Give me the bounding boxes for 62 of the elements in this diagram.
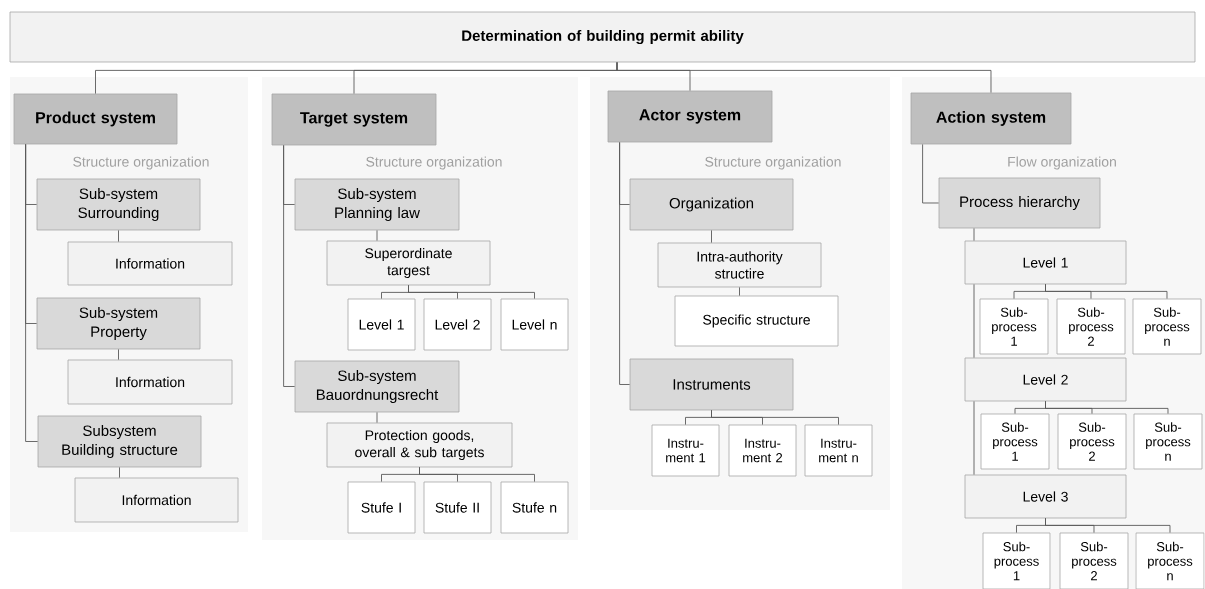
connector-line: [711, 409, 839, 426]
connector-line: [376, 411, 378, 424]
connector-line: [973, 227, 975, 242]
connector-line: [973, 283, 975, 359]
subsystem-box: Sub-system Property: [36, 297, 201, 350]
item-box: Instru- ment 2: [728, 424, 797, 477]
connector-line: [419, 466, 535, 483]
connector-line: [119, 466, 120, 479]
item-box: Level 1: [347, 298, 416, 351]
title-box: Determination of building permit ability: [9, 11, 1196, 63]
category-box: Protection goods, overall & sub targets: [326, 422, 513, 468]
item-box: Sub- process 2: [1056, 298, 1126, 355]
item-box: Sub- process 1: [979, 298, 1049, 355]
item-box: Level n: [500, 298, 569, 351]
connector-line: [1045, 517, 1171, 534]
system-box: Target system: [271, 93, 437, 146]
connector-line: [711, 229, 712, 244]
category-box: Superordinate targest: [326, 240, 491, 286]
category-box: Level 1: [964, 240, 1127, 285]
category-box: Information: [74, 477, 239, 523]
subsystem-box: Instruments: [629, 358, 794, 411]
category-box: Information: [67, 359, 233, 405]
item-box: Sub- process n: [1135, 532, 1205, 589]
item-box: Sub- process 1: [982, 532, 1051, 589]
connector-line: [118, 229, 119, 243]
item-box: Stufe II: [423, 481, 492, 534]
item-box: Instru- ment 1: [651, 424, 720, 477]
connector-line: [619, 141, 631, 385]
connector-line: [616, 61, 992, 94]
connector-line: [1045, 400, 1169, 415]
item-box: Stufe n: [500, 481, 569, 534]
connector-line: [739, 286, 740, 297]
item-box: Sub- process 1: [980, 413, 1050, 470]
connector-line: [283, 144, 296, 387]
subsystem-box: Process hierarchy: [938, 177, 1101, 229]
system-box: Product system: [13, 93, 178, 145]
connector-line: [25, 143, 39, 442]
connector-line: [118, 348, 119, 361]
category-box: Level 2: [964, 357, 1127, 402]
connector-line: [408, 284, 535, 300]
category-box: Information: [67, 241, 233, 286]
connector-line: [922, 143, 940, 204]
system-box: Action system: [910, 92, 1072, 145]
item-box: Sub- process n: [1132, 298, 1202, 355]
item-box: Sub- process n: [1133, 413, 1203, 470]
item-box: Stufe I: [347, 481, 416, 534]
subsystem-box: Sub-system Planning law: [294, 178, 460, 231]
subsystem-box: Subsystem Building structure: [37, 415, 202, 468]
connector-line: [973, 400, 975, 476]
item-box: Specific structure: [674, 295, 839, 347]
item-box: Level 2: [423, 298, 492, 351]
item-box: Sub- process 2: [1057, 413, 1127, 470]
system-box: Actor system: [607, 90, 773, 143]
connector-line: [1045, 283, 1168, 300]
item-box: Sub- process 2: [1059, 532, 1129, 589]
subsystem-box: Sub-system Surrounding: [36, 178, 201, 231]
subsystem-box: Sub-system Bauordnungsrecht: [294, 360, 460, 413]
connector-line: [376, 229, 378, 242]
item-box: Instru- ment n: [804, 424, 873, 477]
category-box: Level 3: [964, 474, 1127, 519]
category-box: Intra-authority structire: [657, 242, 822, 288]
subsystem-box: Organization: [629, 178, 794, 231]
